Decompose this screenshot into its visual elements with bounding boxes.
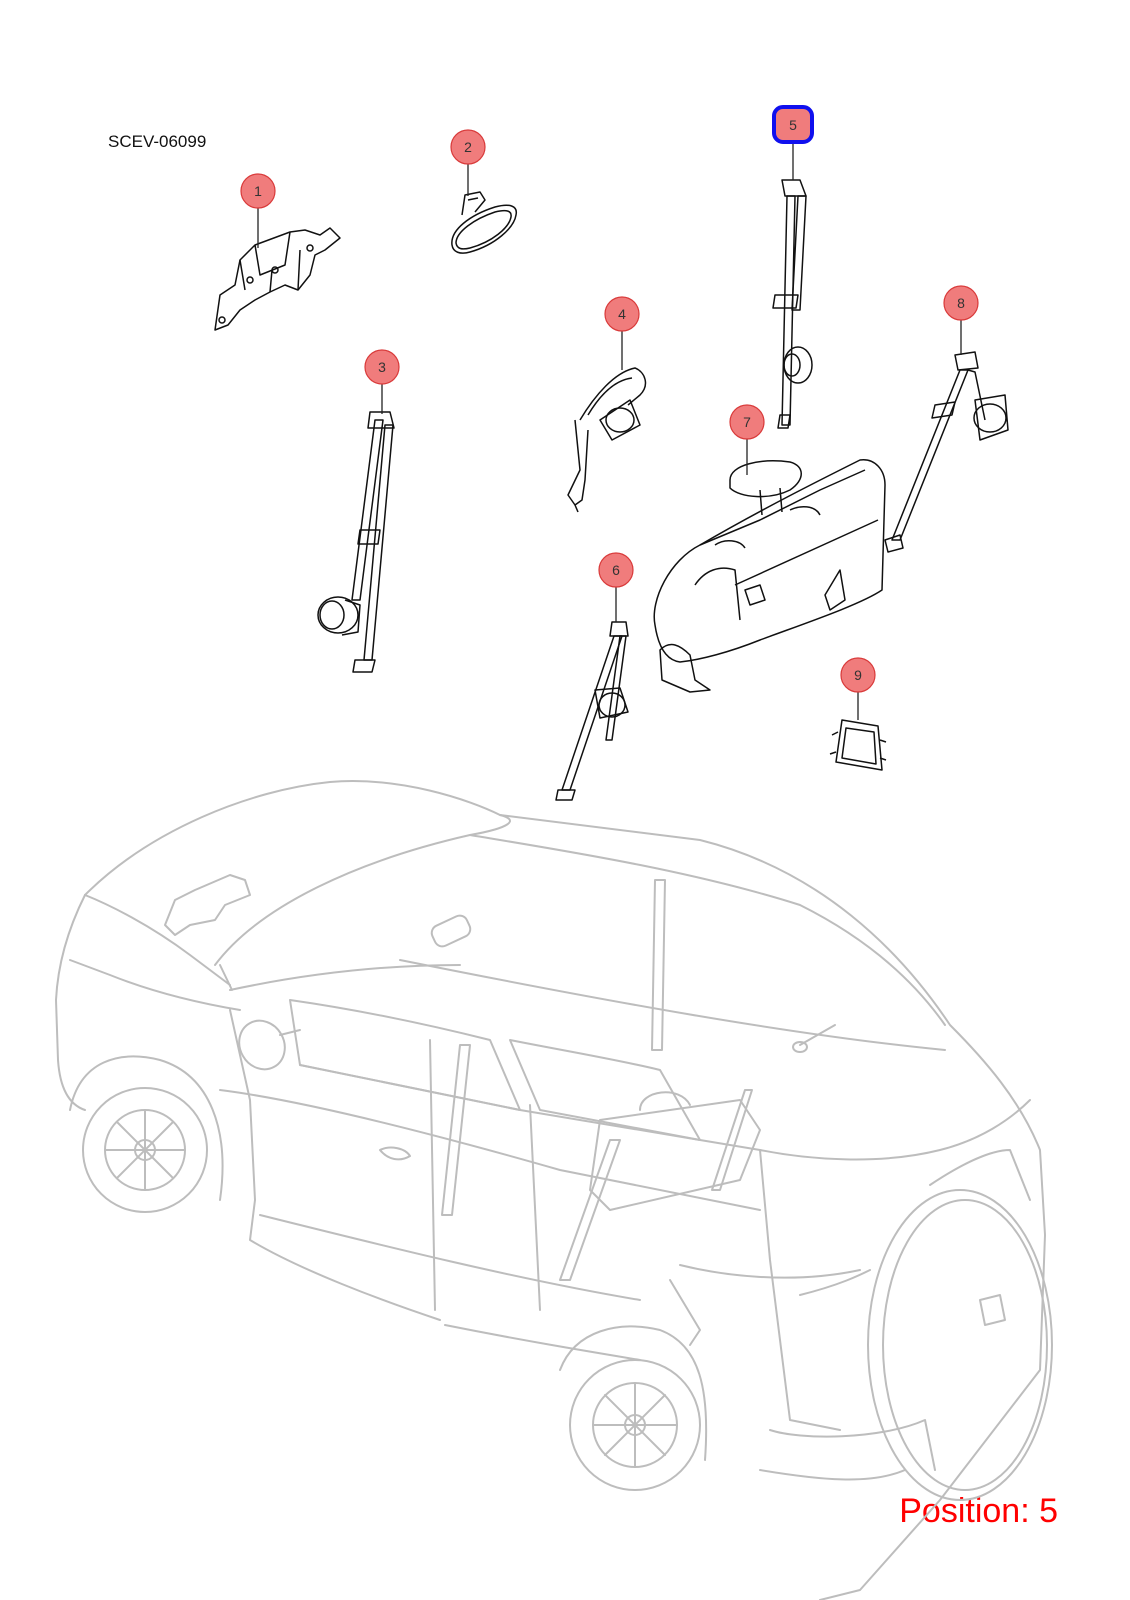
callout-label: 8 [957,295,965,311]
callout-label: 5 [789,117,797,133]
part-7-seatback[interactable] [653,459,886,693]
callout-label: 2 [464,139,472,155]
part-3-seatbelt[interactable] [317,411,395,673]
diagram-code: SCEV-06099 [108,132,207,151]
part-5-seatbelt[interactable] [772,179,813,429]
callout-8[interactable]: 8 [943,285,979,321]
part-1-bracket[interactable] [214,227,341,331]
callout-2[interactable]: 2 [450,129,486,165]
position-label: Position: 5 [899,1492,1058,1530]
selected-highlight [772,105,814,144]
callout-9[interactable]: 9 [840,657,876,693]
callout-label: 7 [743,414,751,430]
callout-5[interactable]: 5 [772,105,814,144]
part-2-mirror[interactable] [451,191,518,254]
vehicle-outline [55,780,1053,1600]
callout-label: 4 [618,306,626,322]
callout-label: 3 [378,359,386,375]
callout-label: 9 [854,667,862,683]
part-9-module[interactable] [829,719,887,771]
callout-6[interactable]: 6 [598,552,634,588]
callout-label: 1 [254,183,262,199]
callout-3[interactable]: 3 [364,349,400,385]
callout-7[interactable]: 7 [729,404,765,440]
part-8-seatbelt[interactable] [884,351,1009,553]
part-4-seatbelt[interactable] [567,367,647,513]
callout-4[interactable]: 4 [604,296,640,332]
part-6-seatbelt[interactable] [555,621,629,801]
callout-leaders [257,140,962,720]
callout-label: 6 [612,562,620,578]
callout-1[interactable]: 1 [240,173,276,209]
